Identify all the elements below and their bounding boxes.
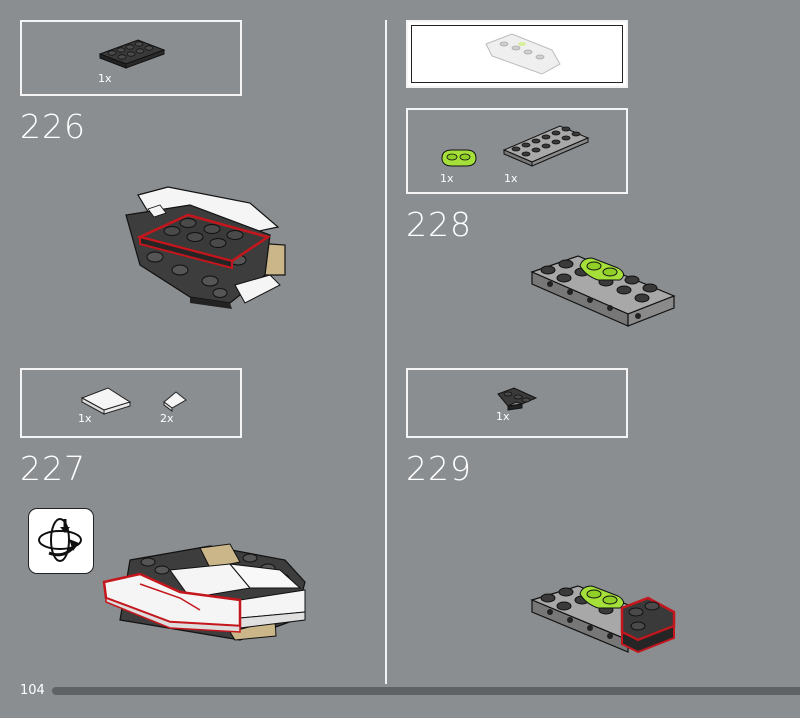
step-227-model-illustration — [102, 543, 306, 641]
part-qty: 1x — [504, 172, 518, 185]
column-divider — [385, 20, 387, 684]
step-number-229: 229 — [406, 449, 472, 488]
rotate-model-icon — [28, 508, 94, 574]
part-qty: 1x — [496, 410, 510, 423]
step-229-model-illustration — [530, 585, 676, 654]
parts-callout-226: 1x — [20, 20, 242, 96]
page-number: 104 — [20, 683, 45, 698]
white-wedge-part-icon — [80, 387, 132, 415]
white-slope-part-icon — [163, 391, 187, 412]
parts-callout-228: 1x 1x — [406, 108, 628, 194]
step-number-226: 226 — [20, 107, 86, 146]
sub-assembly-thumbnail — [485, 33, 561, 75]
step-226-model-illustration — [125, 186, 286, 309]
part-qty: 2x — [160, 412, 174, 425]
gray-plate-part-icon — [502, 125, 590, 167]
step-number-228: 228 — [406, 205, 472, 244]
part-qty: 1x — [98, 72, 112, 85]
step-number-227: 227 — [20, 449, 86, 488]
part-qty: 1x — [440, 172, 454, 185]
lime-plate-part-icon — [441, 149, 477, 167]
part-qty: 1x — [78, 412, 92, 425]
parts-callout-227: 1x 2x — [20, 368, 242, 438]
parts-callout-229: 1x — [406, 368, 628, 438]
dark-plate-part-icon — [98, 39, 166, 69]
sub-assembly-preview — [406, 20, 628, 88]
dark-corner-plate-part-icon — [497, 387, 538, 411]
progress-bar — [52, 687, 800, 695]
step-228-model-illustration — [530, 255, 676, 327]
